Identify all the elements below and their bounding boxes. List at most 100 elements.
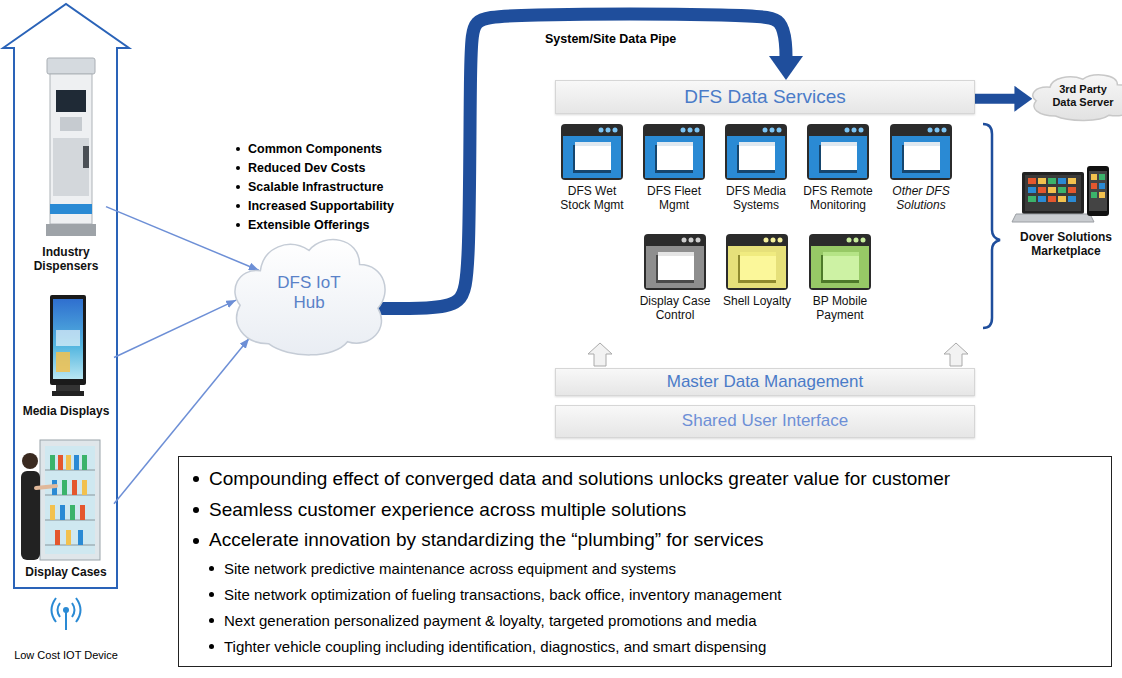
media-display-illustration xyxy=(50,295,86,396)
app-window-icon xyxy=(563,136,621,178)
laptop-phone-illustration xyxy=(1038,187,1046,193)
bullet-dot xyxy=(209,644,214,649)
device-label: Media Displays xyxy=(18,404,114,418)
app-window-icon xyxy=(771,238,776,243)
media-display-illustration xyxy=(50,295,86,385)
wireless-icon xyxy=(63,607,69,613)
app-window-icon xyxy=(823,252,859,280)
app-window-icon xyxy=(847,238,852,243)
laptop-phone-illustration xyxy=(1068,196,1076,202)
display-case-illustration xyxy=(58,455,63,470)
bullet-row: Accelerate innovation by standardizing t… xyxy=(193,528,1097,553)
laptop-phone-illustration xyxy=(1022,172,1084,214)
app-window-icon xyxy=(861,238,866,243)
bullet-dot xyxy=(193,476,199,482)
laptop-phone-illustration xyxy=(1058,196,1066,202)
app-icon-box: BP Mobile Payment xyxy=(800,234,880,327)
laptop-phone-illustration xyxy=(1099,192,1105,198)
benefit-text: Compounding effect of converged data and… xyxy=(209,467,950,492)
benefit-text: Next generation personalized payment & l… xyxy=(224,611,757,631)
bullet-dot xyxy=(236,147,240,151)
bullet-label-row: Increased Supportability xyxy=(236,198,394,214)
cloud-outline xyxy=(235,240,385,355)
app-window-icon xyxy=(657,142,693,170)
hollow-up-arrow xyxy=(588,343,968,366)
app-window-icon xyxy=(902,145,940,173)
display-case-illustration xyxy=(22,453,38,469)
app-window-icon xyxy=(606,128,611,133)
label-text: Extensible Offerings xyxy=(248,217,370,233)
laptop-phone-illustration xyxy=(1089,171,1107,211)
display-case-illustration xyxy=(45,545,95,546)
app-window-icon xyxy=(728,246,786,288)
display-case-illustration xyxy=(66,530,71,545)
bullet-dot xyxy=(209,592,214,597)
app-window-icon xyxy=(904,142,940,170)
bullet-row: Site network predictive maintenance acro… xyxy=(193,559,1097,579)
app-window-icon xyxy=(928,128,933,133)
app-window-icon xyxy=(821,142,857,146)
hollow-up-arrow xyxy=(588,343,612,366)
app-window-icon xyxy=(727,136,785,178)
display-case-illustration xyxy=(80,505,85,520)
app-window-icon xyxy=(809,234,871,290)
laptop-phone-illustration xyxy=(1091,174,1097,180)
laptop-phone-illustration xyxy=(1038,196,1046,202)
dispenser-illustration xyxy=(56,90,86,112)
hollow-up-arrow xyxy=(944,343,968,366)
bullet-dot xyxy=(236,204,240,208)
display-case-illustration xyxy=(21,471,40,560)
display-case-illustration xyxy=(82,455,87,470)
dispenser-illustration xyxy=(46,58,96,236)
app-icon-box: DFS Media Systems xyxy=(716,124,796,217)
data-pipe-arrow xyxy=(975,94,1017,104)
app-window-icon xyxy=(890,124,952,180)
app-window-icon xyxy=(644,234,706,290)
wireless-icon xyxy=(52,598,81,630)
laptop-phone-illustration xyxy=(1048,196,1056,202)
laptop-phone-illustration xyxy=(1091,192,1097,198)
app-window-icon xyxy=(726,234,788,290)
media-display-illustration xyxy=(53,299,83,379)
display-case-illustration xyxy=(50,455,55,470)
dispenser-illustration xyxy=(50,74,92,224)
bullet-row: Compounding effect of converged data and… xyxy=(193,467,1097,492)
laptop-phone-illustration xyxy=(1068,187,1076,193)
media-display-illustration xyxy=(52,391,84,396)
device-label-box: Industry Dispensers xyxy=(26,55,106,278)
app-window-icon xyxy=(859,128,864,133)
benefits-box: Compounding effect of converged data and… xyxy=(178,456,1112,667)
media-display-illustration xyxy=(56,352,70,372)
device-caption: Low Cost IOT Device xyxy=(14,648,118,662)
device-label: Industry Dispensers xyxy=(26,245,106,274)
display-case-illustration xyxy=(82,480,87,495)
app-window-icon xyxy=(656,255,694,283)
app-window-icon xyxy=(561,124,623,180)
laptop-phone-illustration xyxy=(1028,187,1036,193)
display-case-illustration xyxy=(55,530,60,545)
app-window-icon xyxy=(575,142,611,170)
display-case-illustration xyxy=(74,455,79,470)
app-window-icon xyxy=(561,124,623,180)
cloud-outline xyxy=(1033,75,1122,120)
app-window-icon xyxy=(809,136,867,178)
app-window-icon xyxy=(811,246,869,288)
app-window-icon xyxy=(821,142,857,170)
label-text: Low Cost IOT Device xyxy=(14,648,118,662)
app-icon-box: Shell Loyalty xyxy=(717,234,797,313)
laptop-phone-illustration xyxy=(1028,196,1036,202)
benefit-text: Site network predictive maintenance acro… xyxy=(224,559,676,579)
app-window-icon xyxy=(643,124,705,180)
device-label: Dover Solutions Marketplace xyxy=(1014,230,1118,259)
display-case-illustration xyxy=(50,505,55,520)
app-window-icon xyxy=(643,124,705,180)
app-window-icon xyxy=(739,142,775,170)
app-window-icon xyxy=(646,246,704,288)
dispenser-illustration xyxy=(83,146,89,168)
label-text: Scalable Infrastructure xyxy=(248,179,383,195)
laptop-phone-illustration xyxy=(1048,178,1056,184)
display-case-illustration xyxy=(36,486,56,488)
upward-arrow-outline xyxy=(3,4,129,588)
laptop-phone-illustration xyxy=(1048,187,1056,193)
